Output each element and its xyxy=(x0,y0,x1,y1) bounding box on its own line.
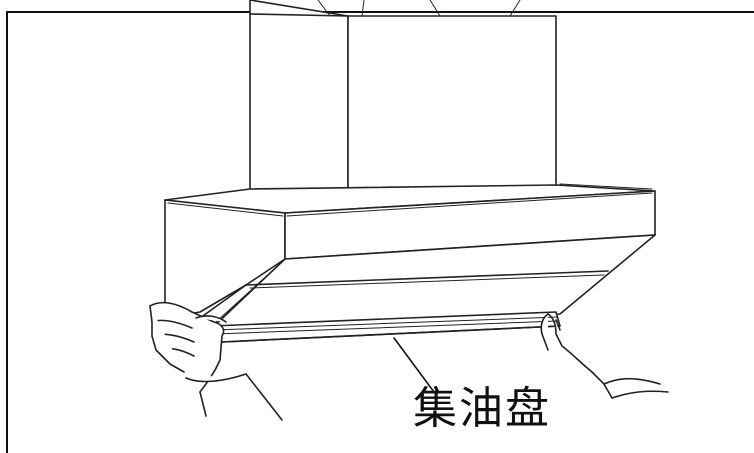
figure-frame xyxy=(6,11,754,453)
left-hand xyxy=(149,301,283,421)
chimney-cover xyxy=(249,0,557,206)
oil-tray-callout-label: 集油盘 xyxy=(413,383,551,434)
callout-leader-line xyxy=(393,337,435,393)
right-hand xyxy=(540,313,669,399)
hood-upper-body xyxy=(164,183,656,319)
oil-tray xyxy=(211,311,561,343)
hood-lower-panel xyxy=(199,234,656,329)
